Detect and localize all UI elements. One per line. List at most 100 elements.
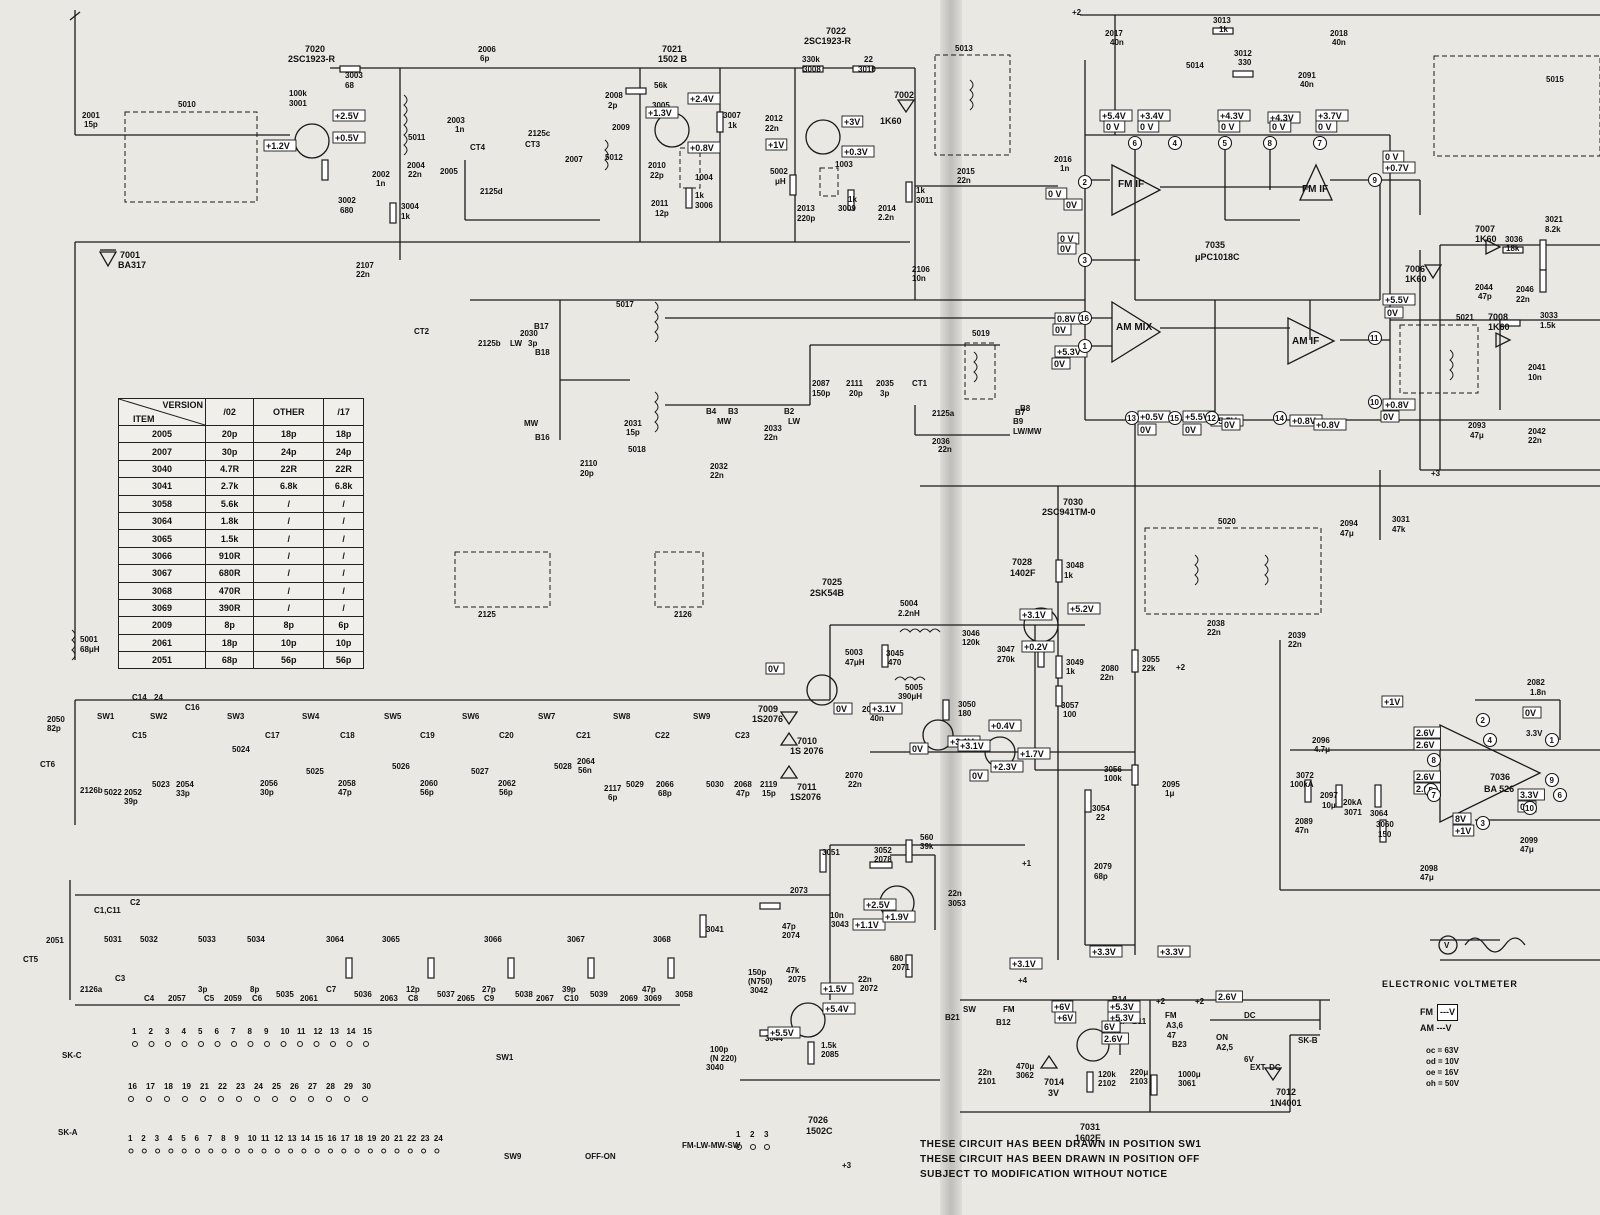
connector-pin-number: 1 — [132, 1027, 137, 1036]
voltage-label: +3.1V — [960, 741, 984, 751]
component-label: 2106 — [912, 265, 930, 274]
component-label: SW1 — [496, 1053, 514, 1062]
component-label: C18 — [340, 731, 355, 740]
component-label: 40n — [1300, 80, 1314, 89]
component-label: 2052 — [124, 788, 142, 797]
component-label: 1.8n — [1530, 688, 1546, 697]
component-label: 2125a — [932, 409, 955, 418]
component-label: 47μH — [845, 658, 865, 667]
resistor-body — [1084, 789, 1092, 813]
component-label: 3013 — [1213, 16, 1231, 25]
component-label: 2057 — [168, 994, 186, 1003]
component-label: 1003 — [835, 160, 853, 169]
ic-pin — [1077, 174, 1093, 190]
component-label: 5015 — [1546, 75, 1564, 84]
component-label: 5025 — [306, 767, 324, 776]
component-label: 2069 — [620, 994, 638, 1003]
connector-contact — [234, 1148, 240, 1154]
component-label: 39k — [920, 842, 934, 851]
component-label: 2046 — [1516, 285, 1534, 294]
component-label: 680 — [890, 954, 904, 963]
component-label: 1k — [1219, 25, 1228, 34]
component-label: 5036 — [354, 990, 372, 999]
connector-pin-number: 7 — [231, 1027, 236, 1036]
component-label: 3052 — [874, 846, 892, 855]
connector-pin-number: 10 — [248, 1134, 257, 1143]
drawing-notes: THESE CIRCUIT HAS BEEN DRAWN IN POSITION… — [920, 1137, 1280, 1182]
component-label: +2 — [1195, 997, 1205, 1006]
component-label: 5012 — [605, 153, 623, 162]
component-label: 2094 — [1340, 519, 1358, 528]
component-label: 10n — [912, 274, 926, 283]
component-label: C6 — [252, 994, 263, 1003]
ic-pin — [1167, 410, 1183, 426]
voltage-box — [1413, 738, 1441, 751]
connector-contact — [407, 1148, 413, 1154]
component-label: 5034 — [247, 935, 265, 944]
component-label: 470μ — [1016, 1062, 1034, 1071]
ic-pin — [1167, 135, 1183, 151]
component-label: 1k — [1064, 571, 1073, 580]
component-label: 5031 — [104, 935, 122, 944]
component-label: SW9 — [504, 1152, 522, 1161]
component-label: 47k — [786, 966, 800, 975]
component-label: 2036 — [932, 437, 950, 446]
fuse-icon — [1464, 937, 1526, 953]
voltage-box — [882, 910, 916, 923]
component-label: 2096 — [1312, 736, 1330, 745]
component-label: +2 — [1072, 8, 1082, 17]
meter-title: ELECTRONIC VOLTMETER — [1382, 979, 1518, 989]
table-cell: / — [253, 546, 325, 566]
connector-contact — [313, 1041, 320, 1047]
connector-contact — [381, 1148, 387, 1154]
connector-contact — [314, 1148, 320, 1154]
component-label: CT5 — [23, 955, 39, 964]
voltage-label: 0V — [972, 771, 983, 781]
connector-pin-number: 11 — [297, 1027, 306, 1036]
component-label: 22n — [356, 270, 370, 279]
voltage-label: +0.5V — [1140, 412, 1164, 422]
voltage-label: +4.3V — [1220, 111, 1244, 121]
connector-contact — [274, 1148, 280, 1154]
resistor-body — [905, 954, 913, 978]
resistor-body — [716, 111, 724, 133]
component-label: 2035 — [876, 379, 894, 388]
table-cell: 24p — [323, 442, 364, 461]
table-cell: 10p — [253, 633, 325, 653]
component-label: 56n — [578, 766, 592, 775]
connector-pin-number: 17 — [341, 1134, 350, 1143]
connector-contact — [367, 1148, 373, 1154]
voltage-box — [1045, 187, 1068, 200]
component-label: 2111 — [846, 379, 863, 388]
voltage-label: +6V — [1057, 1013, 1073, 1023]
d7011-type: 1S2076 — [790, 792, 821, 802]
ic-pin — [1475, 815, 1491, 831]
component-label: C5 — [204, 994, 215, 1003]
t7020-label: 7020 — [305, 44, 325, 54]
component-label: 2068 — [734, 780, 752, 789]
component-label: 3002 — [338, 196, 356, 205]
component-label: 3049 — [1066, 658, 1084, 667]
component-label: 3041 — [706, 925, 724, 934]
connector-contact — [132, 1041, 138, 1047]
table-cell: / — [253, 564, 325, 583]
voltage-label: +5.3V — [1110, 1013, 1134, 1023]
component-label: 2078 — [874, 855, 892, 864]
connector-pin-number: 28 — [326, 1082, 335, 1091]
resistor-body — [321, 159, 329, 181]
voltage-label: 2.6V — [1104, 1034, 1123, 1044]
component-label: 100k — [289, 89, 307, 98]
resistor-body — [869, 861, 893, 869]
component-label: 5019 — [972, 329, 990, 338]
component-label: 3036 — [1505, 235, 1523, 244]
component-label: CT3 — [525, 140, 541, 149]
voltage-label: +1V — [1384, 697, 1400, 707]
ic-pin-number: 9 — [1550, 776, 1555, 785]
resistor-body — [1055, 655, 1063, 679]
connector-pin-number: 23 — [236, 1082, 245, 1091]
component-label: SW2 — [150, 712, 168, 721]
connector-pin-number: 29 — [344, 1082, 353, 1091]
component-label: 68μH — [80, 645, 100, 654]
d7006-type: 1K60 — [1405, 274, 1427, 284]
